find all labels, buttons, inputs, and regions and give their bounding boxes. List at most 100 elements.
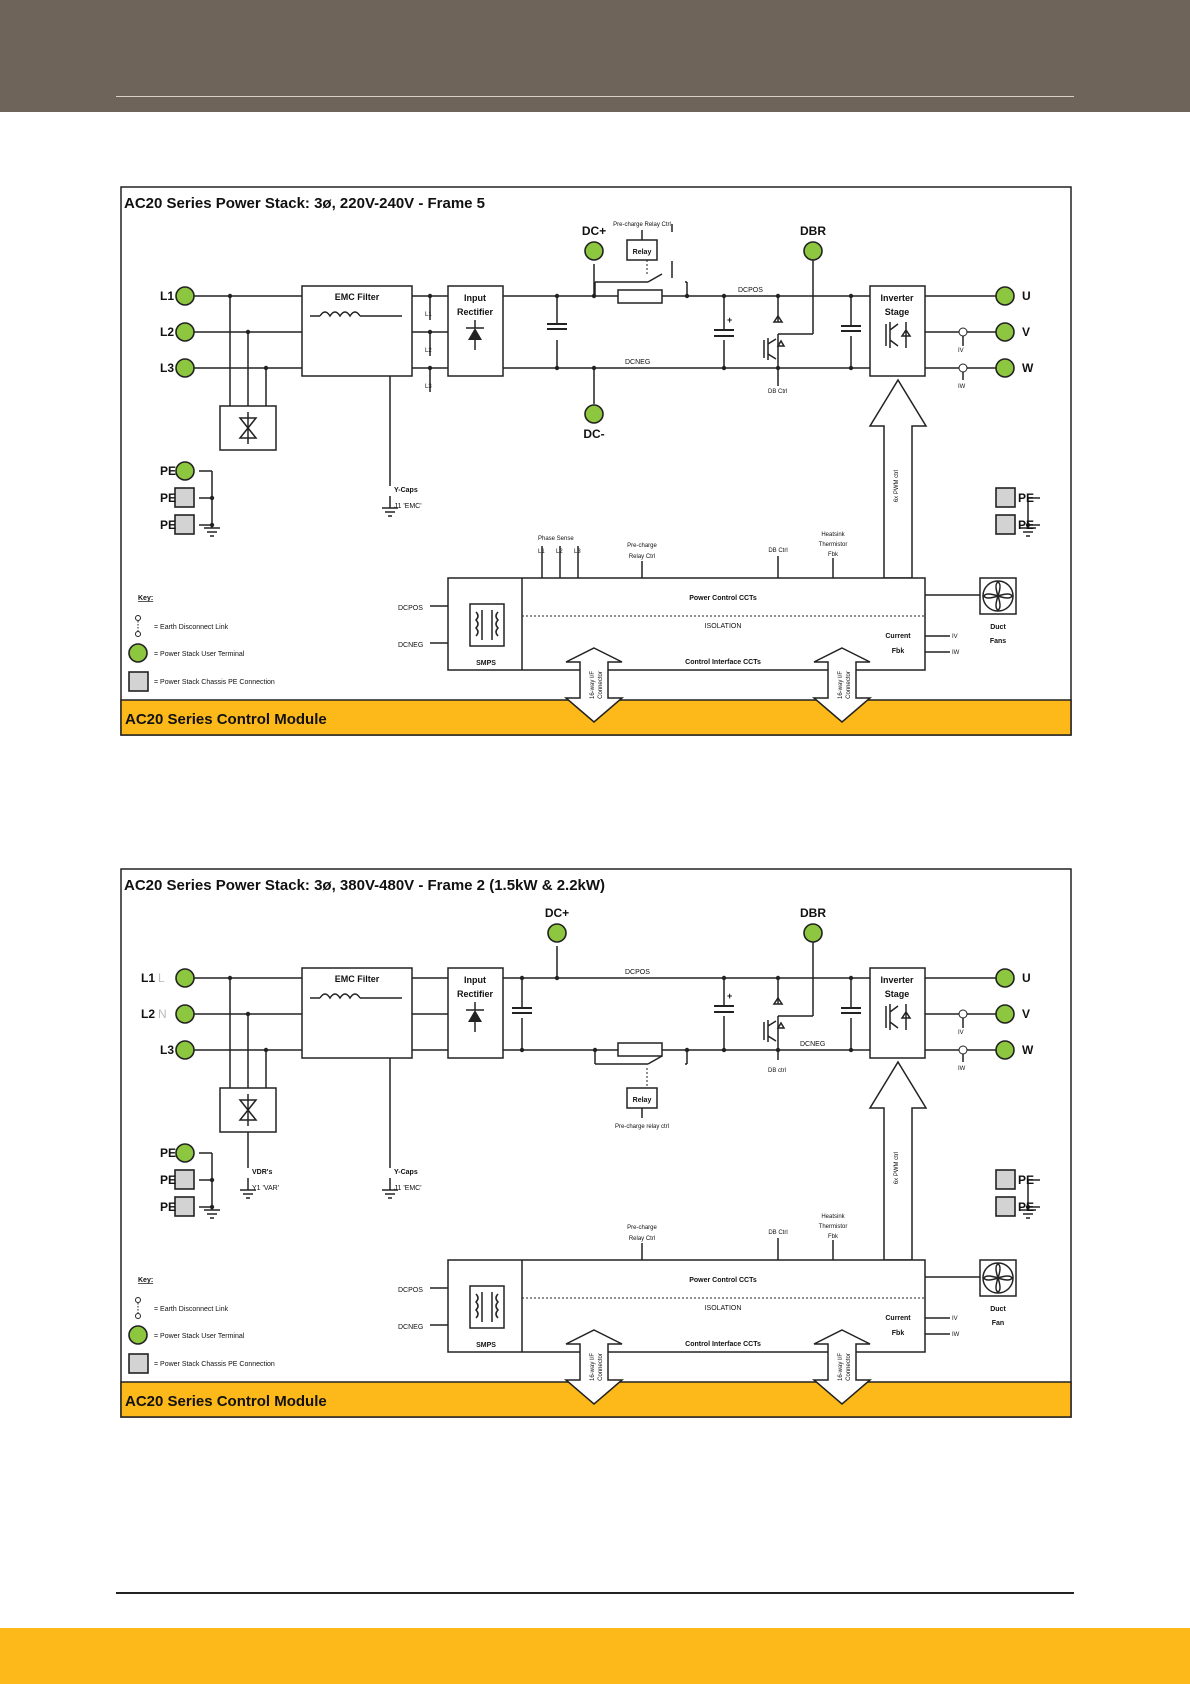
- svg-text:DBR: DBR: [800, 906, 826, 920]
- svg-text:DCPOS: DCPOS: [398, 605, 423, 612]
- svg-text:PE: PE: [160, 518, 176, 532]
- svg-text:PE: PE: [160, 1173, 176, 1187]
- frame2-block-diagram: AC20 Series Power Stack: 3ø, 380V-480V -…: [120, 868, 1072, 1418]
- svg-text:PE: PE: [160, 491, 176, 505]
- svg-text:Fans: Fans: [990, 638, 1006, 645]
- svg-text:Key:: Key:: [138, 1277, 153, 1284]
- svg-text:DBR: DBR: [800, 224, 826, 238]
- diagram-title: AC20 Series Power Stack: 3ø, 220V-240V -…: [124, 195, 485, 212]
- svg-text:Relay: Relay: [633, 249, 652, 256]
- svg-text:Pre-charge: Pre-charge: [627, 1225, 657, 1231]
- svg-text:AC20 Series Control Module: AC20 Series Control Module: [125, 711, 327, 728]
- svg-text:Inverter: Inverter: [880, 293, 914, 303]
- svg-text:N: N: [158, 1007, 167, 1021]
- svg-text:Current: Current: [885, 1315, 911, 1322]
- svg-text:+: +: [727, 315, 732, 325]
- svg-text:Stage: Stage: [885, 989, 910, 999]
- svg-text:Fbk: Fbk: [892, 1330, 905, 1337]
- emc-filter-block: [301, 285, 413, 377]
- svg-text:IW: IW: [958, 1066, 966, 1072]
- svg-text:PE: PE: [1018, 491, 1034, 505]
- svg-text:Relay Ctrl: Relay Ctrl: [629, 1236, 655, 1242]
- svg-text:= Earth Disconnect Link: = Earth Disconnect Link: [154, 624, 229, 631]
- svg-text:16-way I/F: 16-way I/F: [838, 1353, 844, 1381]
- terminal-l2[interactable]: [175, 322, 195, 342]
- terminal-dc-pos[interactable]: [547, 923, 567, 943]
- emc-filter-block: [301, 967, 413, 1059]
- svg-text:Heatsink: Heatsink: [821, 532, 845, 538]
- svg-text:Control Interface CCTs: Control Interface CCTs: [685, 659, 761, 666]
- svg-text:L2: L2: [425, 348, 432, 354]
- svg-text:U: U: [1022, 289, 1031, 303]
- terminal-u[interactable]: [995, 968, 1015, 988]
- svg-text:Pre-charge relay ctrl: Pre-charge relay ctrl: [615, 1124, 669, 1130]
- svg-text:= Earth Disconnect Link: = Earth Disconnect Link: [154, 1306, 229, 1313]
- svg-text:VDR's: VDR's: [252, 1169, 272, 1176]
- terminal-pe[interactable]: [175, 1143, 195, 1163]
- svg-text:L3: L3: [160, 361, 174, 375]
- svg-text:J1 'EMC': J1 'EMC': [394, 1185, 422, 1192]
- terminal-w[interactable]: [995, 1040, 1015, 1060]
- svg-text:L: L: [158, 971, 165, 985]
- svg-text:IV: IV: [952, 634, 958, 640]
- pe-chassis-3: [995, 487, 1016, 508]
- svg-text:DCPOS: DCPOS: [398, 1287, 423, 1294]
- svg-text:Rectifier: Rectifier: [457, 307, 494, 317]
- svg-text:Current: Current: [885, 633, 911, 640]
- terminal-v[interactable]: [995, 1004, 1015, 1024]
- svg-text:Y1 'VAR': Y1 'VAR': [252, 1185, 279, 1192]
- svg-text:DB Ctrl: DB Ctrl: [768, 1230, 787, 1236]
- pe-chassis-2: [174, 514, 195, 535]
- terminal-u[interactable]: [995, 286, 1015, 306]
- svg-text:IV: IV: [958, 348, 964, 354]
- svg-text:Fan: Fan: [992, 1320, 1004, 1327]
- frame5-block-diagram: AC20 Series Power Stack: 3ø, 220V-240V -…: [120, 186, 1072, 736]
- interface-connector-arrow-left: [563, 1329, 625, 1405]
- svg-text:6x PWM ctrl: 6x PWM ctrl: [894, 1152, 900, 1184]
- page-footer-bar: [0, 1628, 1190, 1684]
- pe-chassis-3: [995, 1169, 1016, 1190]
- terminal-v[interactable]: [995, 322, 1015, 342]
- svg-text:IV: IV: [958, 1030, 964, 1036]
- terminal-l1[interactable]: [175, 968, 195, 988]
- svg-text:DCPOS: DCPOS: [625, 969, 650, 976]
- emc-filter-label: EMC Filter: [335, 292, 380, 302]
- terminal-l3[interactable]: [175, 1040, 195, 1060]
- footer-rule: [116, 1592, 1074, 1594]
- svg-text:Fbk: Fbk: [828, 1234, 839, 1240]
- svg-text:PE: PE: [160, 1200, 176, 1214]
- svg-text:Thermistor: Thermistor: [819, 542, 848, 548]
- terminal-dbr[interactable]: [803, 241, 823, 261]
- pe-chassis-4: [995, 1196, 1016, 1217]
- svg-text:L3: L3: [425, 384, 432, 390]
- svg-text:L2: L2: [556, 549, 563, 555]
- terminal-l2[interactable]: [175, 1004, 195, 1024]
- interface-connector-arrow-right: [811, 647, 873, 723]
- svg-text:V: V: [1022, 325, 1030, 339]
- svg-text:Control Interface CCTs: Control Interface CCTs: [685, 1341, 761, 1348]
- terminal-l3[interactable]: [175, 358, 195, 378]
- svg-text:L1: L1: [160, 289, 174, 303]
- terminal-pe[interactable]: [175, 461, 195, 481]
- precharge-resistor: [617, 1042, 663, 1057]
- svg-text:DB Ctrl: DB Ctrl: [768, 389, 787, 395]
- svg-text:Connector: Connector: [846, 671, 852, 699]
- svg-text:Key:: Key:: [138, 595, 153, 602]
- svg-text:Fbk: Fbk: [892, 648, 905, 655]
- page-header-bar: [0, 0, 1190, 112]
- terminal-dc-neg[interactable]: [584, 404, 604, 424]
- terminal-dbr[interactable]: [803, 923, 823, 943]
- svg-text:IV: IV: [952, 1316, 958, 1322]
- svg-text:= Power Stack Chassis PE Conne: = Power Stack Chassis PE Connection: [154, 1361, 275, 1368]
- terminal-w[interactable]: [995, 358, 1015, 378]
- svg-text:DCPOS: DCPOS: [738, 287, 763, 294]
- pe-chassis-1: [174, 487, 195, 508]
- svg-text:Duct: Duct: [990, 1306, 1006, 1313]
- svg-text:EMC Filter: EMC Filter: [335, 974, 380, 984]
- svg-text:DCNEG: DCNEG: [398, 642, 423, 649]
- terminal-dc-pos[interactable]: [584, 241, 604, 261]
- svg-text:U: U: [1022, 971, 1031, 985]
- svg-text:Phase Sense: Phase Sense: [538, 536, 574, 542]
- terminal-l1[interactable]: [175, 286, 195, 306]
- svg-text:L1: L1: [141, 971, 155, 985]
